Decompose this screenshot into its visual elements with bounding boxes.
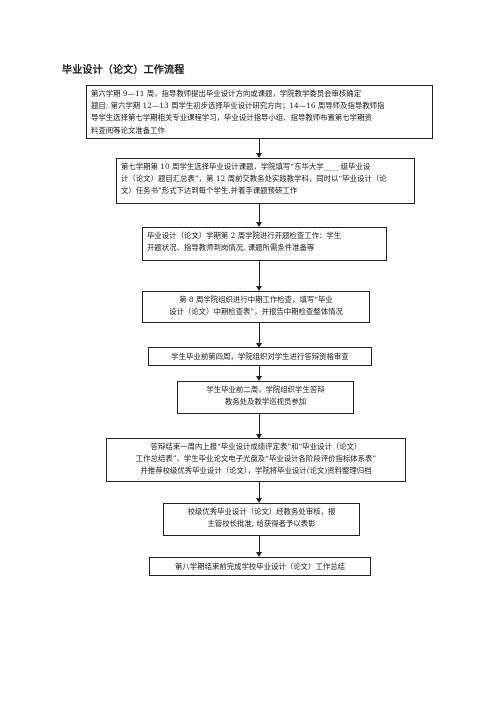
step-4-line-1: 第 8 周学院组织进行中期工作检查，填写“毕业	[179, 295, 333, 304]
step-3-line-1: 毕业设计（论文）学期第 2 周学院进行开题检查工作：学生	[147, 231, 342, 240]
step-9-line-1: 第八学期结束前完成学校毕业设计（论文）工作总结	[175, 562, 345, 571]
step-4-box: 第 8 周学院组织进行中期工作检查，填写“毕业 设计（论文）中期检查表”，并报告…	[142, 291, 370, 323]
step-9-box: 第八学期结束前完成学校毕业设计（论文）工作总结	[149, 557, 371, 576]
step-2-line-2: 计（论文）题目汇总表”，第 12 周前交教务处实践教学科，同时以“毕业设计（论	[121, 174, 387, 184]
step-2-box: 第七学期第 10 周学生选择毕业设计课题，学院填写“东华大学____ 级毕业设 …	[116, 158, 415, 204]
step-8-line-2: 主管校长批准, 给获得者予以表彰	[207, 519, 316, 529]
step-8-box: 校级优秀毕业设计（论文）经教务处审核，报 主管校长批准, 给获得者予以表彰	[163, 503, 360, 536]
step-5-box: 学生毕业前第四周，学院组织对学生进行答辩资格审查	[148, 347, 372, 366]
step-4-line-2: 设计（论文）中期检查表”，并报告中期检查整体情况	[169, 307, 343, 317]
step-1-line-1: 第六学期 9—11 周，指导教师提出毕业设计方向或课题，学院教学委员会审核确定	[91, 89, 362, 98]
step-1-line-4: 料查阅等论文准备工作	[91, 125, 165, 135]
step-6-line-2: 教务处及教学巡视员参加	[224, 397, 307, 407]
step-7-line-3: 并推荐校级优秀毕业设计（论文），学院将毕业设计(论文)资料整理归档	[140, 466, 372, 476]
step-1-line-2: 题目; 第六学期 12—13 周学生初步选择毕业设计研究方向；14—16 周导师…	[91, 101, 385, 111]
step-6-line-1: 学生毕业前二周，学院组织学生答辩	[206, 385, 325, 394]
step-2-line-3: 文）任务书”形式下达到每个学生,并着手课题预研工作	[121, 186, 298, 196]
step-1-line-3: 导学生选择第七学期相关专业课程学习，毕业设计指导小组、指导教师布置第七学期资	[91, 113, 372, 123]
step-7-line-1: 答辩结束一周内上报“毕业设计成绩评定表”和“毕业设计（论文）	[150, 442, 362, 451]
step-8-line-1: 校级优秀毕业设计（论文）经教务处审核，报	[187, 507, 336, 516]
step-7-box: 答辩结束一周内上报“毕业设计成绩评定表”和“毕业设计（论文） 工作总结表”、学生…	[106, 438, 406, 482]
step-3-line-2: 开题状况、指导教师到岗情况, 课题所需条件准备等	[147, 243, 315, 253]
step-5-line-1: 学生毕业前第四周，学院组织对学生进行答辩资格审查	[171, 352, 349, 361]
step-2-line-1: 第七学期第 10 周学生选择毕业设计课题，学院填写“东华大学____ 级毕业设	[121, 162, 371, 171]
step-3-box: 毕业设计（论文）学期第 2 周学院进行开题检查工作：学生 开题状况、指导教师到岗…	[142, 227, 387, 261]
step-7-line-2: 工作总结表”、学生毕业论文电子光盘及“毕业设计各阶段评价指标体系表”	[135, 454, 377, 464]
step-6-box: 学生毕业前二周，学院组织学生答辩 教务处及教学巡视员参加	[177, 381, 354, 414]
page-title: 毕业设计（论文）工作流程	[62, 65, 185, 76]
step-1-box: 第六学期 9—11 周，指导教师提出毕业设计方向或课题，学院教学委员会审核确定 …	[86, 85, 433, 139]
